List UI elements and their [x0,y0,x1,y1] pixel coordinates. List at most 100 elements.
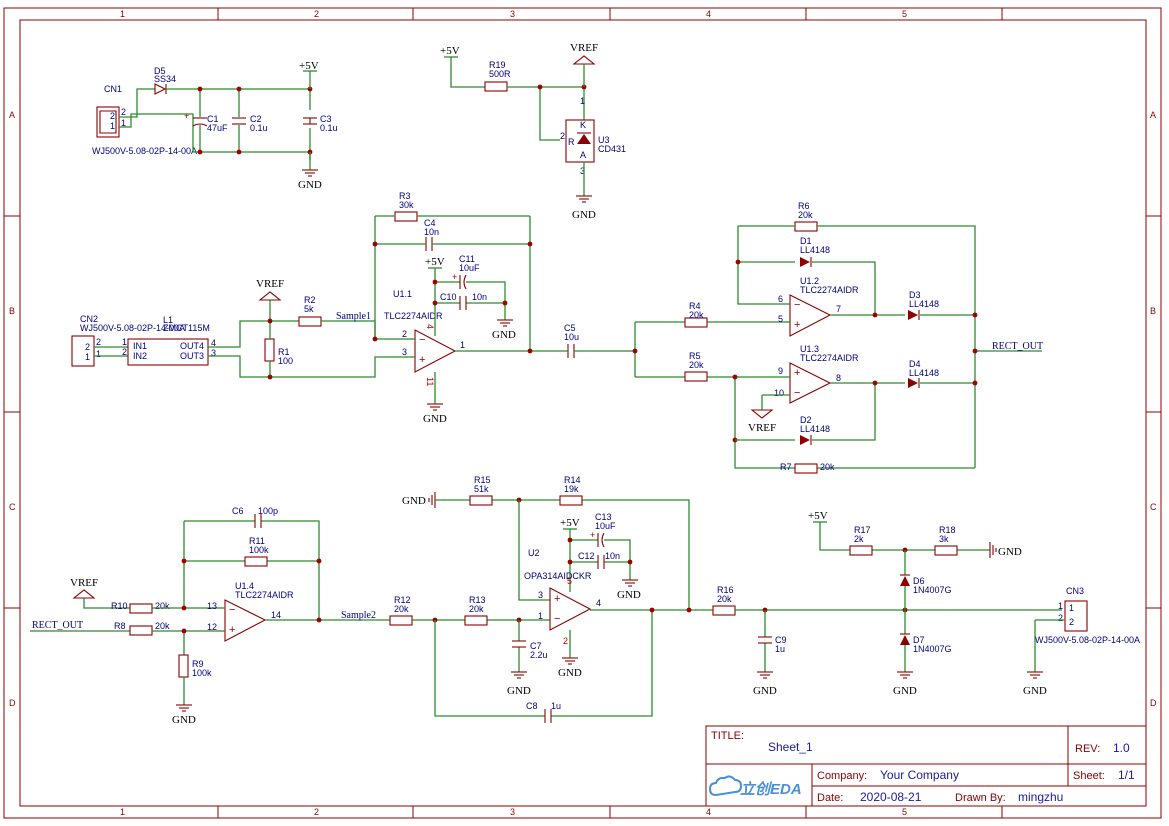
svg-text:R: R [568,137,575,147]
r4-value: 20k [689,310,704,320]
diode-d6[interactable]: D6 1N4007G [900,574,952,595]
capacitor-c5[interactable]: C5 10u [564,323,579,358]
col-label-4-top: 4 [706,9,711,19]
diode-d3[interactable]: D3 LL4148 [908,290,939,320]
u3-value: CD431 [598,144,626,154]
capacitor-c8[interactable]: C8 1u [526,701,561,723]
resistor-r12[interactable]: R12 20k [389,595,413,626]
svg-text:IN2: IN2 [133,351,147,361]
svg-text:1: 1 [110,121,115,131]
c5-value: 10u [564,332,579,342]
opamp-u1-1[interactable]: −+ 231 4 11 U1.1 TLC2274AIDR [384,289,465,386]
resistor-r6[interactable]: R6 20k [794,201,818,232]
diode-d2[interactable]: D2 LL4148 [800,415,830,445]
c3-value: 0.1u [320,123,338,133]
diode-d1[interactable]: D1 LL4148 [800,236,830,267]
capacitor-c7[interactable]: C7 2.2u [512,640,548,660]
power-5v-flag-1: +5V [299,60,319,89]
resistor-r9[interactable]: R9 100k [178,654,212,678]
c10-value: 10n [472,292,487,302]
capacitor-c11[interactable]: + C11 10uF [452,254,480,290]
resistor-r13[interactable]: R13 20k [464,595,488,626]
opamp-u2[interactable]: +− 314 52 U2 OPA314AIDCKR [524,548,601,646]
diode-d7[interactable]: D7 1N4007G [900,633,952,654]
svg-text:+: + [419,354,425,366]
resistor-r18[interactable]: R18 3k [934,525,958,556]
r19-value: 500R [489,69,511,79]
svg-text:4: 4 [211,338,216,348]
svg-text:GND: GND [893,685,917,697]
svg-text:GND: GND [998,546,1022,558]
r3-value: 30k [399,200,414,210]
resistor-r14[interactable]: R14 19k [559,475,583,506]
svg-text:6: 6 [778,294,783,304]
sheet-value: 1/1 [1118,768,1135,782]
diode-d4[interactable]: D4 LL4148 [908,359,939,388]
r8-ref: R8 [114,621,126,631]
c4-value: 10n [424,227,439,237]
capacitor-c3[interactable]: C3 0.1u [303,114,338,133]
capacitor-c13[interactable]: + C13 10uF [590,512,616,548]
connector-cn1[interactable]: 21 21 CN1 WJ500V-5.08-02P-14-00A [92,84,197,156]
svg-text:13: 13 [207,601,217,611]
resistor-r10[interactable]: R10 20k [111,601,170,614]
r12-ref: R12 [394,595,411,605]
col-label-5-top: 5 [902,9,907,19]
resistor-r4[interactable]: R4 20k [684,301,708,328]
resistor-r7[interactable]: R7 20k [780,462,835,474]
c11-ref: C11 [459,254,475,264]
resistor-r1[interactable]: R1 100 [264,338,293,366]
connector-cn3[interactable]: 12 12 CN3 WJ500V-5.08-02P-14-00A [1035,586,1140,645]
ground-symbol-1: GND [298,152,322,191]
title-label: TITLE: [711,730,744,742]
capacitor-c9[interactable]: C9 1u [758,635,787,654]
svg-text:GND: GND [617,589,641,601]
svg-text:1: 1 [121,118,126,128]
svg-text:VREF: VREF [748,422,776,434]
r14-value: 19k [564,484,579,494]
net-label-sample1: Sample1 [336,311,371,322]
resistor-r8[interactable]: R8 20k [114,621,170,636]
svg-text:−: − [794,299,800,311]
capacitor-c1[interactable]: + C1 47uF [184,111,228,133]
svg-text:4: 4 [596,598,601,608]
svg-text:+: + [794,367,800,379]
diode-d5[interactable]: D5 SS34 [154,66,176,95]
r10-value: 20k [155,601,170,611]
net-label-sample2: Sample2 [341,610,376,621]
ground-symbol-7: GND [402,492,436,508]
resistor-r15[interactable]: R15 51k [469,475,493,506]
svg-text:+: + [554,593,560,605]
cn3-value: WJ500V-5.08-02P-14-00A [1035,635,1140,645]
capacitor-c12[interactable]: C12 10n [578,551,620,569]
resistor-r16[interactable]: R16 20k [712,585,736,616]
capacitor-c2[interactable]: C2 0.1u [232,114,268,133]
d6-ref: D6 [913,576,925,586]
d3-value: LL4148 [909,299,939,309]
c9-ref: C9 [775,635,787,645]
capacitor-c10[interactable]: C10 10n [440,292,487,310]
net-label-rect-out-2: RECT_OUT [32,620,83,631]
capacitor-c6[interactable]: C6 100p [232,506,278,528]
c9-value: 1u [775,644,785,654]
resistor-r11[interactable]: R11 100k [244,536,269,567]
r15-ref: R15 [474,475,491,485]
d1-ref: D1 [800,236,812,246]
resistor-r3[interactable]: R3 30k [394,191,418,222]
r16-ref: R16 [717,585,734,595]
shunt-regulator-u3[interactable]: 2R 1K 3A U3 CD431 [560,96,626,176]
r10-ref: R10 [111,601,128,611]
company-label: Company: [817,770,867,782]
svg-text:2: 2 [121,107,126,117]
resistor-r5[interactable]: R5 20k [684,351,708,382]
ground-symbol-8: GND [617,579,641,601]
resistor-r17[interactable]: R17 2k [849,525,873,556]
opamp-u1-2[interactable]: −+ 657 U1.2 TLC2274AIDR [778,276,859,337]
resistor-r2[interactable]: R2 5k [298,295,322,327]
output-section: R16 20k C9 1u GND +5V R17 2k R18 3k [712,510,1140,697]
connector-cn2[interactable]: 21 21 CN2 WJ500V-5.08-02P-14-00A [71,314,185,367]
capacitor-c4[interactable]: C4 10n [424,218,439,251]
